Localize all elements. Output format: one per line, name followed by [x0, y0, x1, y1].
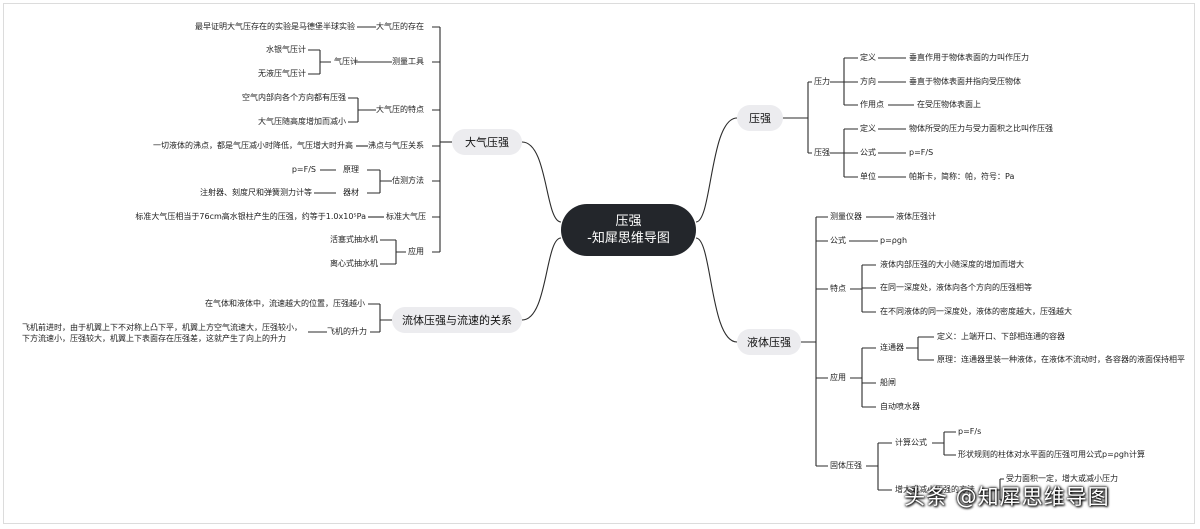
- node-liquid-application[interactable]: 应用: [830, 373, 846, 382]
- root-title: 压强: [615, 214, 642, 229]
- leaf-instrument[interactable]: 液体压强计: [896, 212, 936, 221]
- leaf-press-def[interactable]: 物体所受的压力与受力面积之比叫作压强: [909, 124, 1053, 133]
- node-force-dir[interactable]: 方向: [860, 77, 876, 86]
- node-press-unit[interactable]: 单位: [860, 172, 876, 181]
- leaf-mercury-barometer[interactable]: 水银气压计: [266, 45, 306, 54]
- node-press-formula[interactable]: 公式: [860, 148, 876, 157]
- node-change-methods[interactable]: 增大或减小压强的方法: [895, 485, 975, 494]
- node-atm-pressure[interactable]: 大气压强: [452, 129, 522, 155]
- leaf-boiling-fact[interactable]: 一切液体的沸点，都是气压减小时降低，气压增大时升高: [153, 141, 353, 150]
- edge-root-liquid: [695, 237, 738, 343]
- node-aircraft-lift[interactable]: 飞机的升力: [327, 327, 367, 336]
- canvas-frame: [3, 3, 1195, 524]
- leaf-lift-line2: 下方流速小，压强较大，机翼上下表面存在压强差，这就产生了向上的升力: [22, 334, 286, 343]
- leaf-solid-formula[interactable]: p=F/s: [958, 427, 982, 436]
- node-calc-formula[interactable]: 计算公式: [895, 438, 927, 447]
- root-subtitle: -知犀思维导图: [587, 231, 670, 246]
- watermark: 头条 @知犀思维导图: [904, 485, 1110, 509]
- leaf-aneroid-barometer[interactable]: 无液压气压计: [258, 69, 306, 78]
- leaf-flow-rule[interactable]: 在气体和液体中，流速越大的位置，压强越小: [205, 299, 365, 308]
- leaf-auto-sprinkler[interactable]: 自动喷水器: [880, 402, 920, 411]
- leaf-connector-principle[interactable]: 原理：连通器里装一种液体，在液体不流动时，各容器的液面保持相平: [937, 355, 1185, 364]
- node-solid-pressure[interactable]: 固体压强: [830, 461, 862, 470]
- leaf-liquid-feature-3[interactable]: 在不同液体的同一深度处，液体的密度越大，压强越大: [880, 307, 1072, 316]
- leaf-liquid-feature-1[interactable]: 液体内部压强的大小随深度的增加而增大: [880, 260, 1024, 269]
- leaf-change-force[interactable]: 受力面积一定，增大或减小压力: [1006, 474, 1118, 483]
- node-standard-atm[interactable]: 标准大气压: [386, 212, 426, 221]
- node-pressure[interactable]: 压强: [737, 105, 783, 131]
- leaf-piston-pump[interactable]: 活塞式抽水机: [330, 235, 378, 244]
- node-force-point[interactable]: 作用点: [860, 100, 884, 109]
- leaf-connector-def[interactable]: 定义：上端开口、下部相连通的容器: [937, 332, 1065, 341]
- leaf-decreases-with-height[interactable]: 大气压随高度增加而减小: [258, 117, 346, 126]
- node-liquid-features[interactable]: 特点: [830, 284, 846, 293]
- node-instrument[interactable]: 测量仪器: [830, 212, 862, 221]
- node-atm-existence[interactable]: 大气压的存在: [376, 22, 424, 31]
- node-principle[interactable]: 原理: [343, 165, 359, 174]
- leaf-lift-explanation[interactable]: 飞机前进时，由于机翼上下不对称上凸下平，机翼上方空气流速大，压强较小， 下方流速…: [22, 322, 302, 344]
- leaf-press-unit[interactable]: 帕斯卡，简称：帕，符号：Pa: [909, 172, 1015, 181]
- root-node[interactable]: 压强 -知犀思维导图: [561, 204, 696, 256]
- node-press[interactable]: 压强: [814, 148, 830, 157]
- leaf-liquid-formula[interactable]: p=ρgh: [880, 236, 908, 245]
- leaf-regular-solid[interactable]: 形状规则的柱体对水平面的压强可用公式p=ρgh计算: [958, 450, 1146, 459]
- node-force-def[interactable]: 定义: [860, 53, 876, 62]
- leaf-ship-lock[interactable]: 船闸: [880, 378, 896, 387]
- node-press-def[interactable]: 定义: [860, 124, 876, 133]
- node-estimation-method[interactable]: 估测方法: [392, 176, 424, 185]
- leaf-liquid-feature-2[interactable]: 在同一深度处，液体向各个方向的压强相等: [880, 283, 1032, 292]
- leaf-press-formula[interactable]: p=F/S: [909, 148, 934, 157]
- node-atm-application[interactable]: 应用: [408, 247, 424, 256]
- node-atm-features[interactable]: 大气压的特点: [376, 105, 424, 114]
- node-boiling-point[interactable]: 沸点与气压关系: [368, 141, 424, 150]
- leaf-formula-pfs[interactable]: p=F/S: [291, 165, 316, 174]
- leaf-centrifugal-pump[interactable]: 离心式抽水机: [330, 259, 378, 268]
- leaf-magdeburg[interactable]: 最早证明大气压存在的实验是马德堡半球实验: [195, 22, 355, 31]
- leaf-lift-line1: 飞机前进时，由于机翼上下不对称上凸下平，机翼上方空气流速大，压强较小，: [22, 323, 302, 332]
- leaf-all-directions[interactable]: 空气内部向各个方向都有压强: [242, 93, 346, 102]
- node-measuring-tools[interactable]: 测量工具: [392, 57, 424, 66]
- leaf-force-point[interactable]: 在受压物体表面上: [917, 100, 981, 109]
- node-force[interactable]: 压力: [814, 77, 830, 86]
- leaf-force-def[interactable]: 垂直作用于物体表面的力叫作压力: [909, 53, 1029, 62]
- node-fluid-pressure[interactable]: 流体压强与流速的关系: [392, 307, 522, 333]
- edge-root-pressure: [695, 117, 738, 223]
- node-liquid-formula[interactable]: 公式: [830, 236, 846, 245]
- leaf-force-dir[interactable]: 垂直于物体表面并指向受压物体: [909, 77, 1021, 86]
- leaf-standard-atm[interactable]: 标准大气压相当于76cm高水银柱产生的压强，约等于1.0x10⁵Pa: [135, 212, 366, 221]
- node-liquid-pressure[interactable]: 液体压强: [737, 329, 801, 355]
- node-equipment[interactable]: 器材: [343, 188, 359, 197]
- edge-root-fluid: [521, 237, 562, 321]
- node-connector[interactable]: 连通器: [880, 343, 904, 352]
- edge-root-atm: [521, 141, 562, 223]
- leaf-equipment[interactable]: 注射器、刻度尺和弹簧测力计等: [200, 188, 312, 197]
- node-barometer[interactable]: 气压计: [334, 57, 358, 66]
